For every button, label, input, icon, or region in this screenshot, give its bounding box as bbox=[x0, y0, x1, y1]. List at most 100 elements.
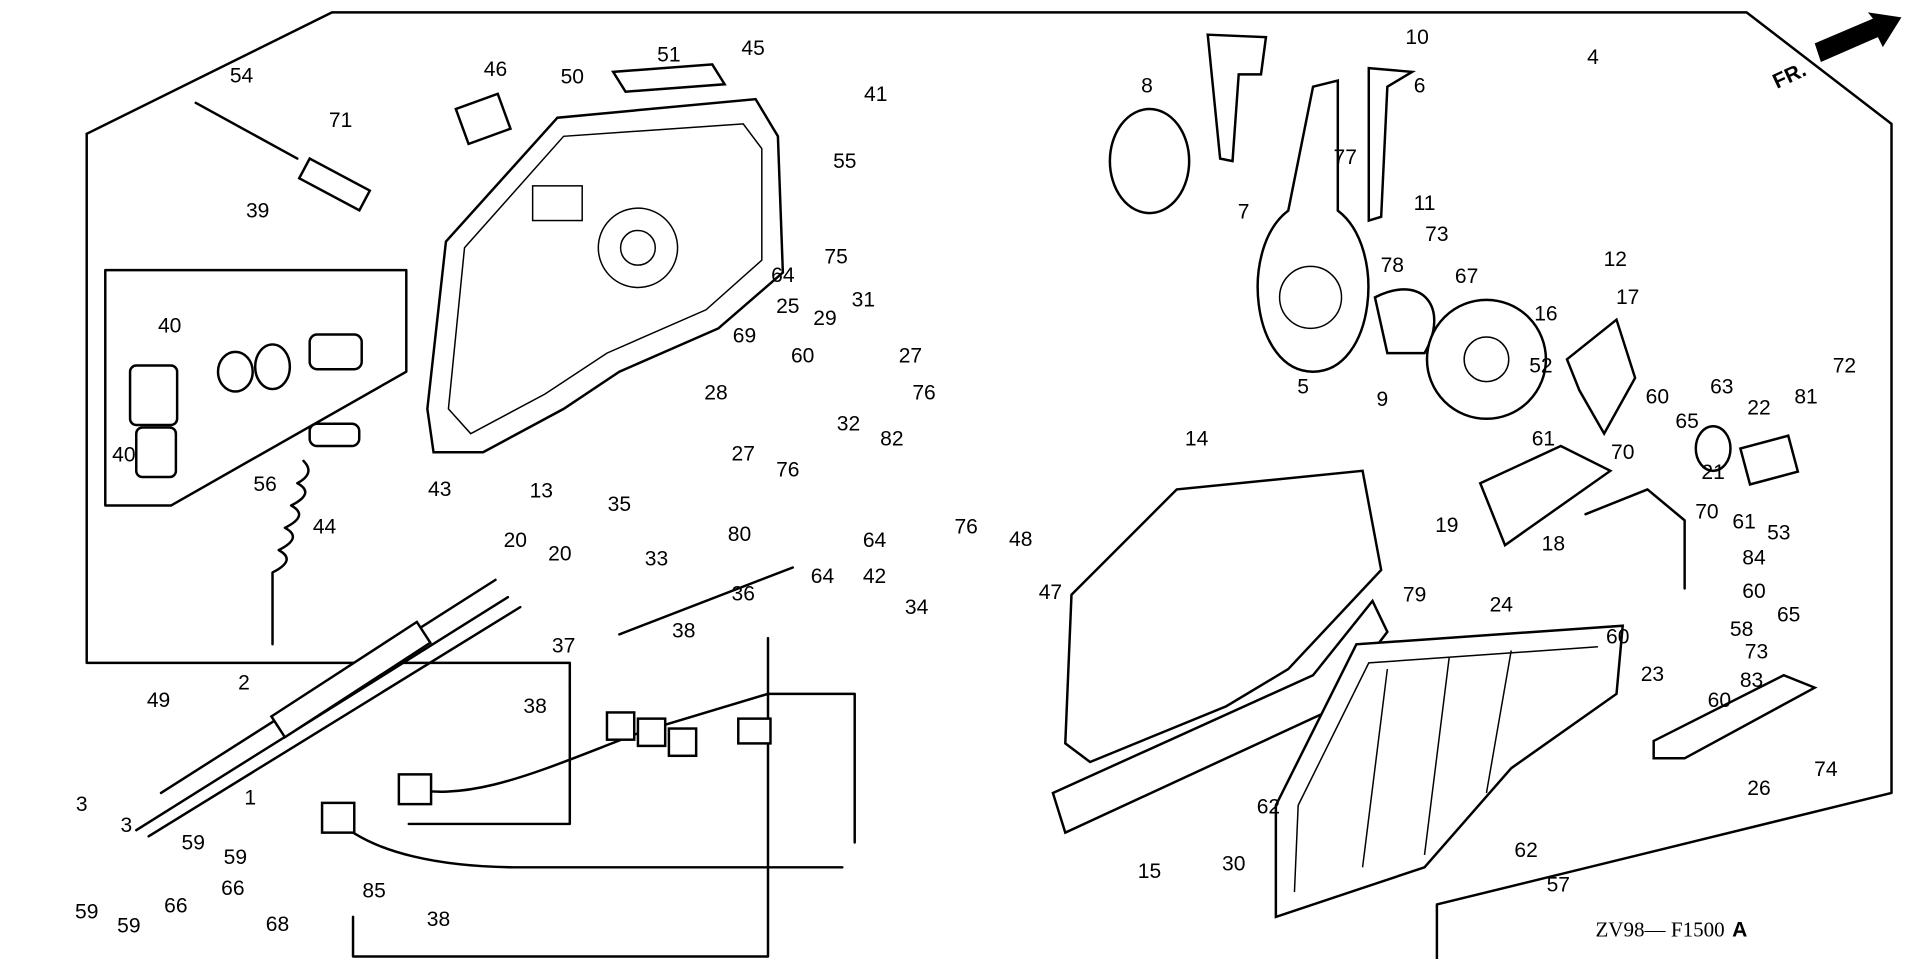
part-number-label: 7 bbox=[1238, 201, 1250, 224]
part-number-label: 12 bbox=[1604, 248, 1627, 271]
part-number-label: 58 bbox=[1730, 618, 1753, 641]
part-number-label: 22 bbox=[1747, 396, 1770, 419]
part-number-label: 15 bbox=[1138, 860, 1161, 883]
orientation-label: FR. bbox=[1769, 58, 1809, 93]
part-number-label: 74 bbox=[1814, 758, 1838, 781]
part-number-label: 43 bbox=[428, 478, 451, 501]
control-lever-assembly bbox=[1108, 33, 1637, 437]
part-number-label: 59 bbox=[182, 831, 205, 854]
part-number-label: 65 bbox=[1777, 603, 1800, 626]
part-number-label: 36 bbox=[732, 582, 755, 605]
part-number-label: 67 bbox=[1455, 265, 1478, 288]
spacer-15 bbox=[1051, 598, 1389, 835]
part-number-label: 8 bbox=[1141, 74, 1153, 97]
part-number-label: 71 bbox=[329, 109, 352, 132]
part-number-label: 31 bbox=[852, 289, 875, 312]
part-number-label: 66 bbox=[221, 877, 244, 900]
part-number-label: 40 bbox=[158, 315, 181, 338]
part-number-label: 28 bbox=[704, 382, 727, 405]
part-number-label: 37 bbox=[552, 634, 575, 657]
part-number-label: 64 bbox=[771, 264, 795, 287]
part-number-label: 62 bbox=[1257, 795, 1280, 818]
part-number-label: 27 bbox=[899, 344, 922, 367]
part-number-label: 64 bbox=[811, 565, 835, 588]
part-number-label: 4 bbox=[1587, 46, 1599, 69]
part-number-label: 63 bbox=[1710, 375, 1733, 398]
part-number-label: 65 bbox=[1675, 410, 1698, 433]
part-number-label: 29 bbox=[813, 307, 836, 330]
part-number-label: 20 bbox=[504, 529, 527, 552]
part-number-label: 35 bbox=[608, 493, 631, 516]
part-number-label: 79 bbox=[1403, 584, 1426, 607]
part-number-label: 26 bbox=[1747, 777, 1770, 800]
part-number-label: 59 bbox=[224, 846, 247, 869]
part-number-label: 73 bbox=[1745, 641, 1768, 664]
part-number-label: 13 bbox=[530, 479, 553, 502]
part-number-label: 40 bbox=[112, 444, 135, 467]
part-number-label: 25 bbox=[776, 295, 799, 318]
part-number-label: 68 bbox=[266, 913, 289, 936]
part-number-label: 55 bbox=[833, 150, 856, 173]
part-number-label: 38 bbox=[672, 619, 695, 642]
part-number-label: 70 bbox=[1611, 441, 1634, 464]
part-number-label: 38 bbox=[427, 908, 450, 931]
part-number-label: 19 bbox=[1435, 514, 1458, 537]
part-number-label: 3 bbox=[76, 793, 88, 816]
assembly-frame bbox=[85, 11, 1893, 959]
part-number-label: 70 bbox=[1695, 501, 1718, 524]
part-number-label: 49 bbox=[147, 689, 170, 712]
part-number-label: 76 bbox=[776, 458, 799, 481]
part-number-label: 27 bbox=[732, 442, 755, 465]
part-number-label: 52 bbox=[1529, 354, 1552, 377]
part-number-label: 24 bbox=[1490, 593, 1514, 616]
part-number-label: 85 bbox=[362, 880, 385, 903]
diagram-code-suffix: A bbox=[1732, 919, 1747, 942]
part-number-label: 60 bbox=[1742, 580, 1765, 603]
part-number-label: 50 bbox=[561, 66, 584, 89]
part-number-label: 60 bbox=[1708, 689, 1731, 712]
part-number-label: 56 bbox=[253, 473, 276, 496]
part-number-label: 66 bbox=[164, 895, 187, 918]
plate-18 bbox=[1478, 444, 1613, 548]
part-number-label: 82 bbox=[880, 427, 903, 450]
part-number-label: 48 bbox=[1009, 528, 1032, 551]
part-number-label: 41 bbox=[864, 83, 887, 106]
part-number-label: 54 bbox=[230, 64, 254, 87]
part-number-label: 10 bbox=[1405, 26, 1428, 49]
part-number-label: 38 bbox=[523, 695, 546, 718]
plate-22 bbox=[1738, 434, 1800, 486]
part-number-label: 57 bbox=[1547, 873, 1570, 896]
part-number-label: 80 bbox=[728, 523, 751, 546]
part-number-label: 77 bbox=[1334, 146, 1357, 169]
diagram-code: ZV98— F1500 A bbox=[1595, 918, 1747, 942]
part-number-label: 61 bbox=[1532, 427, 1555, 450]
part-number-label: 6 bbox=[1414, 74, 1426, 97]
part-number-label: 64 bbox=[863, 529, 887, 552]
part-number-label: 17 bbox=[1616, 286, 1639, 309]
ring-63 bbox=[1694, 424, 1732, 473]
bracket-26 bbox=[1652, 673, 1818, 760]
bolt-and-collar bbox=[194, 101, 372, 212]
ignition-switch-assembly bbox=[128, 333, 363, 646]
switch-46 bbox=[454, 92, 513, 146]
part-number-label: 75 bbox=[824, 245, 847, 268]
part-number-label: 61 bbox=[1732, 510, 1755, 533]
part-number-label: 72 bbox=[1833, 354, 1856, 377]
part-number-label: 47 bbox=[1039, 581, 1062, 604]
part-number-label: 11 bbox=[1414, 192, 1436, 215]
cover-51 bbox=[611, 63, 727, 93]
part-number-label: 59 bbox=[117, 914, 140, 937]
control-box-housing bbox=[426, 97, 785, 454]
part-number-label: 53 bbox=[1767, 522, 1790, 545]
part-number-label: 1 bbox=[244, 787, 256, 810]
part-number-label: 46 bbox=[484, 58, 507, 81]
part-number-label: 3 bbox=[120, 814, 132, 837]
part-number-label: 16 bbox=[1534, 302, 1557, 325]
diagram-code-text: ZV98— F1500 bbox=[1595, 918, 1724, 942]
part-number-label: 42 bbox=[863, 565, 886, 588]
part-number-label: 59 bbox=[75, 901, 98, 924]
part-number-label: 18 bbox=[1542, 533, 1565, 556]
part-number-label: 81 bbox=[1794, 385, 1817, 408]
